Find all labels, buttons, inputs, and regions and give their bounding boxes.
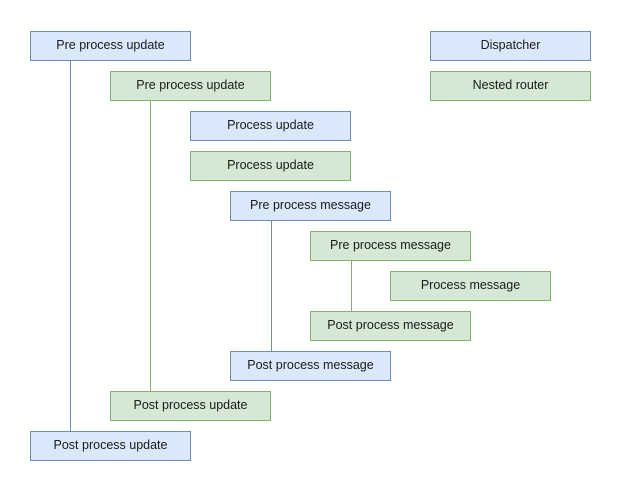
node-label: Pre process update (136, 78, 245, 93)
node-label: Process update (227, 158, 314, 173)
node-post-process-message-router[interactable]: Post process message (310, 311, 471, 341)
legend-item-label: Dispatcher (480, 38, 541, 53)
node-label: Post process message (327, 318, 454, 333)
node-label: Post process message (247, 358, 374, 373)
node-process-update-router[interactable]: Process update (190, 151, 351, 181)
node-pre-process-update-router[interactable]: Pre process update (110, 71, 271, 101)
node-pre-process-update-dispatcher[interactable]: Pre process update (30, 31, 191, 61)
legend-item-nested-router[interactable]: Nested router (430, 71, 591, 101)
connector-line-4 (351, 261, 352, 311)
connector-line-3 (271, 221, 272, 351)
legend-item-label: Nested router (472, 78, 549, 93)
legend-item-dispatcher[interactable]: Dispatcher (430, 31, 591, 61)
node-label: Post process update (133, 398, 248, 413)
node-label: Pre process message (250, 198, 371, 213)
node-label: Process message (420, 278, 521, 293)
connector-line-2 (150, 101, 151, 391)
node-label: Process update (227, 118, 314, 133)
connector-line-1 (70, 61, 71, 431)
node-label: Pre process message (330, 238, 451, 253)
node-label: Pre process update (56, 38, 165, 53)
node-post-process-update-dispatcher[interactable]: Post process update (30, 431, 191, 461)
node-pre-process-message-dispatcher[interactable]: Pre process message (230, 191, 391, 221)
node-pre-process-message-router[interactable]: Pre process message (310, 231, 471, 261)
node-process-update-dispatcher[interactable]: Process update (190, 111, 351, 141)
node-process-message-router[interactable]: Process message (390, 271, 551, 301)
node-post-process-message-dispatcher[interactable]: Post process message (230, 351, 391, 381)
node-label: Post process update (53, 438, 168, 453)
node-post-process-update-router[interactable]: Post process update (110, 391, 271, 421)
